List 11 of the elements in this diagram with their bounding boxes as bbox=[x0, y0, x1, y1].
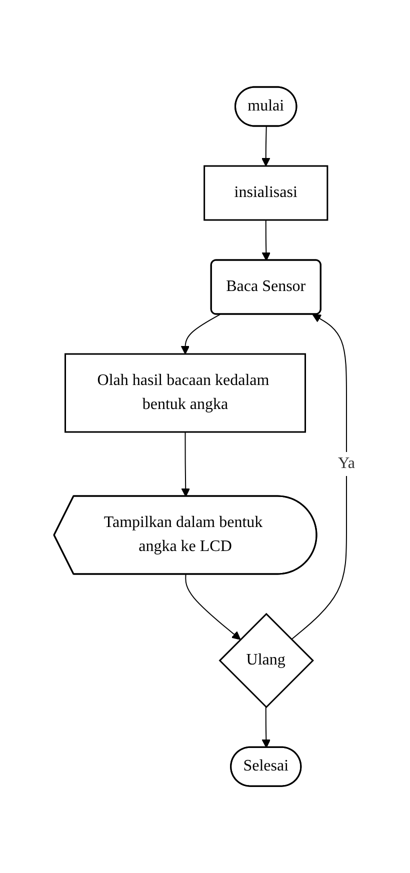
node-box: insialisasi bbox=[204, 165, 329, 221]
node-box: Olah hasil bacaan kedalam bentuk angka bbox=[64, 353, 306, 433]
arrow bbox=[186, 574, 242, 640]
arrow bbox=[291, 314, 348, 640]
arrow bbox=[181, 314, 222, 354]
node-diamond: Ulang bbox=[219, 612, 314, 708]
edge-label: Ya bbox=[338, 454, 356, 472]
arrow bbox=[262, 706, 272, 748]
arrow bbox=[262, 219, 272, 261]
arrow bbox=[182, 431, 190, 497]
arrow bbox=[262, 126, 271, 166]
